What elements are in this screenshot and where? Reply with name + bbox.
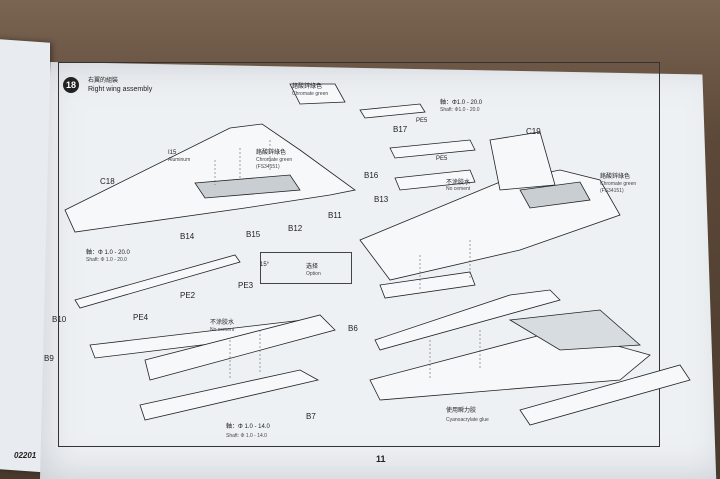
gear-bay-left <box>194 174 301 199</box>
note-glue-cn: 使用瞬力胶 <box>446 408 477 414</box>
option-callout <box>260 252 352 284</box>
label-c19: C19 <box>526 127 541 136</box>
part-upper-center <box>289 83 346 105</box>
note-angle: 15° <box>260 262 270 268</box>
part-right-bottom <box>519 364 691 426</box>
note-shaft-bottom-cn: 軸：Φ 1.0 - 14.0 <box>226 424 270 430</box>
label-b12: B12 <box>288 224 303 233</box>
label-b9: B9 <box>44 354 54 363</box>
label-b17: B17 <box>393 125 408 134</box>
step-title: Right wing assembly <box>88 86 153 93</box>
label-b7: B7 <box>306 412 316 421</box>
note-fs2: (FS34151) <box>600 188 624 194</box>
part-pe5-top <box>389 139 476 159</box>
label-pe5: PE5 <box>436 156 448 162</box>
note-shaft-left: Shaft: Φ 1.0 - 20.0 <box>86 257 127 263</box>
label-b6: B6 <box>348 324 358 333</box>
note-nocement1-cn: 不涂胶水 <box>446 180 471 186</box>
step-frame <box>58 62 660 447</box>
label-b16: B16 <box>364 171 379 180</box>
note-fs1: (FS34151) <box>256 164 280 170</box>
note-shaft-top: Shaft: Φ1.0 - 20.0 <box>440 107 480 113</box>
note-nocement2: No cement <box>210 327 235 333</box>
note-nocement1: No cement <box>446 186 471 192</box>
label-pe5-top: PE5 <box>416 118 428 124</box>
note-aluminum: Aluminum <box>168 157 191 163</box>
strip-b10 <box>74 254 241 309</box>
gear-lower-right <box>508 309 641 351</box>
note-chromate3: Chromate green <box>292 91 329 97</box>
step-title-cn: 右翼的組裝 <box>88 78 119 84</box>
label-b13: B13 <box>374 195 389 204</box>
label-b11: B11 <box>328 211 342 220</box>
note-shaft-top-cn: 軸：Φ1.0 - 20.0 <box>440 100 483 106</box>
part-b16 <box>394 169 476 191</box>
label-i15: I15 <box>168 150 177 156</box>
label-b10: B10 <box>52 315 67 324</box>
note-chromate1-cn: 鉻酸鋅綠色 <box>256 150 287 156</box>
label-b14: B14 <box>180 232 195 241</box>
note-shaft-left-cn: 軸：Φ 1.0 - 20.0 <box>86 250 130 256</box>
label-b15: B15 <box>246 230 261 239</box>
part-right-flap <box>374 289 561 351</box>
label-pe4: PE4 <box>133 313 149 322</box>
label-pe2: PE2 <box>180 291 196 300</box>
note-glue: Cyanoacrylate glue <box>446 417 489 423</box>
part-right-strip <box>379 271 476 299</box>
note-option: Option <box>306 271 321 277</box>
gear-bay-right <box>519 181 591 209</box>
note-chromate2-cn: 鉻酸鋅綠色 <box>600 174 631 180</box>
note-chromate3-cn: 鉻酸鋅綠色 <box>292 84 323 90</box>
part-b17 <box>359 103 426 119</box>
wing-lower-b7 <box>139 369 320 421</box>
note-shaft-bottom: Shaft: Φ 1.0 - 14.0 <box>226 433 267 439</box>
note-chromate1: Chromate green <box>256 157 293 163</box>
label-c18: C18 <box>100 177 115 186</box>
note-nocement2-cn: 不涂胶水 <box>210 320 235 326</box>
fin-c19 <box>489 131 556 191</box>
label-pe3: PE3 <box>238 281 254 290</box>
footer-code: 02201 <box>14 451 37 460</box>
step-number: 18 <box>63 77 79 93</box>
note-chromate2: Chromate green <box>600 181 637 187</box>
footer-page: 11 <box>376 454 386 464</box>
wing-lower-b6 <box>144 314 336 381</box>
note-option-cn: 选择 <box>306 264 319 270</box>
wing-upper-left <box>64 123 356 233</box>
